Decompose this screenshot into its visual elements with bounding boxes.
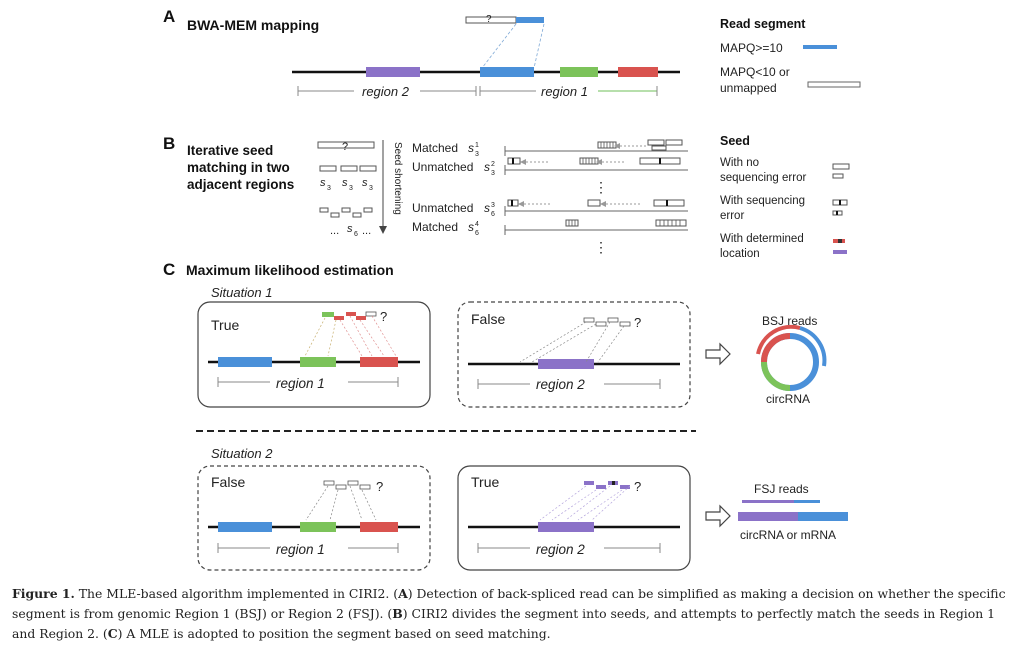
svg-text:s: s — [342, 177, 348, 189]
svg-text:4: 4 — [475, 221, 479, 228]
segment-outline — [317, 141, 375, 149]
exon-red — [618, 67, 658, 77]
mapping-line — [481, 23, 517, 69]
situation1-true-label: True — [211, 317, 239, 333]
panel-b-letter: B — [163, 134, 175, 153]
panel-b-title-line3: adjacent regions — [187, 177, 294, 192]
row-label-unmatched: Unmatched — [412, 201, 473, 215]
fsj-reads-label: FSJ reads — [754, 482, 809, 496]
svg-text:s: s — [484, 160, 490, 174]
seed-s-label: s — [320, 177, 326, 189]
panel-a: A BWA-MEM mapping ? region 2 region 1 Re… — [163, 7, 861, 99]
svg-text:With determined: With determined — [720, 233, 804, 245]
row-label-unmatched: Unmatched — [412, 160, 473, 174]
track-more-dots: ⋮ — [594, 239, 608, 255]
panel-b: B Iterative seed matching in two adjacen… — [163, 134, 850, 260]
svg-text:s: s — [468, 220, 474, 234]
panel-c: C Maximum likelihood estimation Situatio… — [163, 260, 848, 571]
svg-text:6: 6 — [475, 230, 479, 237]
svg-text:6: 6 — [354, 231, 358, 238]
svg-text:3: 3 — [491, 170, 495, 177]
situation1-region1-label: region 1 — [276, 376, 325, 391]
row-label-matched: Matched — [412, 141, 458, 155]
situation1-region2-label: region 2 — [536, 377, 585, 392]
situation2-label: Situation 2 — [211, 446, 273, 461]
panel-b-title-line2: matching in two — [187, 160, 290, 175]
svg-text:?: ? — [380, 309, 387, 324]
seed-ellipsis: ... — [330, 225, 339, 237]
exon-purple — [366, 67, 420, 77]
svg-text:3: 3 — [349, 185, 353, 192]
svg-text:6: 6 — [491, 211, 495, 218]
figure-canvas: A BWA-MEM mapping ? region 2 region 1 Re… — [163, 7, 861, 571]
svg-text:With sequencing: With sequencing — [720, 195, 805, 207]
matching-track-3 — [504, 199, 688, 216]
situation2-false-box — [197, 465, 431, 571]
mapping-line — [533, 23, 545, 69]
svg-text:s: s — [362, 177, 368, 189]
legend-mapq-high: MAPQ>=10 — [720, 41, 783, 55]
legend-mapq-low-line1: MAPQ<10 or — [720, 65, 790, 79]
circrna-or-mrna-label: circRNA or mRNA — [740, 528, 836, 542]
situation2-region1-label: region 1 — [276, 542, 325, 557]
read-unknown-mark: ? — [486, 14, 492, 25]
svg-text:3: 3 — [475, 151, 479, 158]
svg-text:s: s — [468, 141, 474, 155]
seed-legend-title: Seed — [720, 134, 750, 148]
svg-text:3: 3 — [369, 185, 373, 192]
panel-a-title: BWA-MEM mapping — [187, 17, 319, 33]
legend-mapq-low-swatch — [807, 81, 861, 88]
situation2-true-box — [457, 465, 691, 571]
svg-text:With no: With no — [720, 157, 759, 169]
svg-text:?: ? — [634, 479, 641, 494]
track-more-dots: ⋮ — [594, 179, 608, 195]
svg-text:?: ? — [634, 315, 641, 330]
region2-label: region 2 — [362, 84, 410, 99]
situation2-true-label: True — [471, 474, 499, 490]
panel-b-title-line1: Iterative seed — [187, 143, 273, 158]
situation1-true-box — [197, 301, 431, 408]
svg-text:sequencing error: sequencing error — [720, 172, 806, 184]
panel-a-letter: A — [163, 7, 175, 26]
legend-mapq-low-line2: unmapped — [720, 81, 777, 95]
svg-text:s: s — [347, 223, 353, 235]
row-label-matched: Matched — [412, 220, 458, 234]
exon-blue — [480, 67, 534, 77]
circrna-diagram — [756, 324, 827, 391]
legend-seed-no-error — [832, 163, 850, 170]
situation1-label: Situation 1 — [211, 285, 272, 300]
svg-text:2: 2 — [491, 161, 495, 168]
situation2-false-label: False — [211, 474, 245, 490]
svg-text:s: s — [484, 201, 490, 215]
svg-text:location: location — [720, 248, 760, 260]
result-arrow — [705, 342, 731, 366]
svg-text:3: 3 — [491, 202, 495, 209]
bsj-reads-label: BSJ reads — [762, 314, 817, 328]
situation1-false-box — [457, 301, 691, 408]
figure-caption: Figure 1. The MLE-based algorithm implem… — [12, 586, 1006, 641]
matching-track-4 — [504, 219, 688, 235]
panel-c-title: Maximum likelihood estimation — [186, 262, 394, 278]
segment-unknown-mark: ? — [342, 141, 348, 153]
svg-text:3: 3 — [327, 185, 331, 192]
exon-green — [560, 67, 598, 77]
svg-text:1: 1 — [475, 142, 479, 149]
region1-label: region 1 — [541, 84, 588, 99]
read-segment-legend-title: Read segment — [720, 17, 806, 31]
seed-shortening-label: Seed shortening — [392, 142, 403, 215]
situation1-false-label: False — [471, 311, 505, 327]
svg-text:?: ? — [376, 479, 383, 494]
svg-text:...: ... — [362, 225, 371, 237]
matching-track-1 — [504, 139, 688, 156]
linear-transcript — [738, 512, 798, 521]
mapped-read-part — [516, 17, 544, 23]
matching-track-2 — [504, 157, 688, 175]
situation2-region2-label: region 2 — [536, 542, 585, 557]
result-arrow — [705, 504, 731, 528]
circrna-label: circRNA — [766, 392, 810, 406]
panel-c-letter: C — [163, 260, 175, 279]
legend-mapq-high-swatch — [803, 45, 837, 49]
svg-text:error: error — [720, 210, 744, 222]
